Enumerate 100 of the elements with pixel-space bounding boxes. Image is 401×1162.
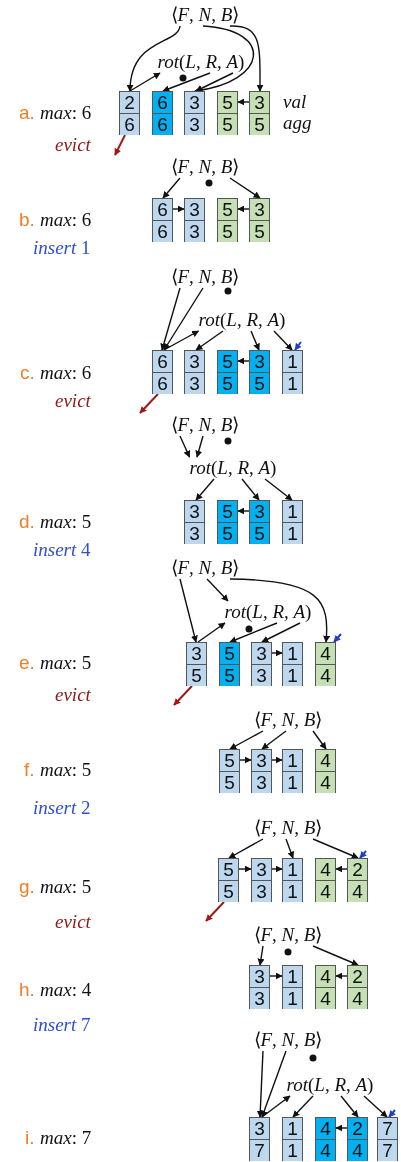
max-value-text: max: 5 <box>40 759 92 781</box>
pointer-arrow <box>229 622 278 643</box>
pointer-arrow <box>206 578 229 602</box>
step-letter: f. <box>24 759 35 781</box>
pointer-arrow <box>163 287 204 351</box>
stack-entry <box>217 500 238 544</box>
value-slot: 5 <box>220 643 239 665</box>
pointer-arrow <box>194 25 255 94</box>
value-slot: 1 <box>283 501 302 523</box>
stack-entry <box>377 1117 398 1161</box>
value-slot: 2 <box>348 1118 367 1140</box>
stack-entry <box>249 350 270 394</box>
stack-entry <box>249 198 270 242</box>
rotation-state-label: rot(L, R, A) <box>157 51 245 73</box>
max-value-text: max: 5 <box>40 876 92 898</box>
pointer-triple-label: ⟨F, N, B⟩ <box>253 1029 323 1051</box>
aggregate-slot: 4 <box>316 665 335 686</box>
value-slot: 5 <box>218 92 237 114</box>
max-value-text: max: 5 <box>40 511 92 533</box>
max-value-text: max: 6 <box>40 102 92 124</box>
value-slot: 4 <box>316 859 335 881</box>
pointer-arrow <box>179 578 198 643</box>
value-slot: 4 <box>316 1118 335 1140</box>
aggregate-slot: 3 <box>185 373 204 394</box>
pointer-triple-label: ⟨F, N, B⟩ <box>170 156 240 178</box>
pointer-arrow <box>261 1095 291 1118</box>
stack-entry <box>152 91 173 135</box>
value-slot: 3 <box>185 351 204 373</box>
operation-label: insert 1 <box>33 237 91 259</box>
pointer-arrow <box>312 838 359 859</box>
aggregate-slot: 4 <box>348 881 367 902</box>
pointer-triple-label: ⟨F, N, B⟩ <box>170 557 240 579</box>
aggregate-slot: 4 <box>348 1140 367 1161</box>
aggregate-slot: 5 <box>250 523 269 544</box>
short-arrow <box>294 341 302 351</box>
step-letter: c. <box>20 362 35 384</box>
value-slot: 2 <box>120 92 139 114</box>
step-letter: d. <box>19 511 35 533</box>
pointer-arrow <box>160 287 181 351</box>
operation-label: insert 2 <box>33 797 91 819</box>
short-arrow <box>114 134 126 156</box>
aggregate-slot: 1 <box>283 881 302 902</box>
aggregate-slot: 1 <box>283 1140 302 1161</box>
step-letter: g. <box>19 876 35 898</box>
operation-label: evict <box>55 684 91 706</box>
aggregate-slot: 3 <box>252 881 271 902</box>
stack-entry <box>186 642 207 686</box>
aggregate-slot: 5 <box>187 665 206 686</box>
aggregate-slot: 1 <box>283 523 302 544</box>
aggregate-slot: 5 <box>250 221 269 242</box>
stack-entry <box>251 858 272 902</box>
stack-entry <box>119 91 140 135</box>
step-letter: e. <box>19 652 35 674</box>
operation-label: evict <box>55 134 91 156</box>
max-value-text: max: 7 <box>40 1127 92 1149</box>
value-slot: 3 <box>185 92 204 114</box>
stack-entry <box>282 1117 303 1161</box>
value-slot: 1 <box>283 750 302 772</box>
stack-entry <box>184 500 205 544</box>
pointer-arrow <box>195 435 204 458</box>
aggregate-slot: 3 <box>185 523 204 544</box>
stack-entry <box>282 642 303 686</box>
pointer-arrow <box>256 1050 264 1118</box>
pointer-arrow <box>127 25 181 92</box>
short-arrow <box>205 901 225 922</box>
stack-entry <box>184 91 205 135</box>
value-slot: 7 <box>378 1118 397 1140</box>
value-slot: 3 <box>250 966 269 988</box>
pointer-arrow <box>228 838 264 859</box>
stack-entry <box>217 91 238 135</box>
stack-entry <box>249 91 270 135</box>
pointer-arrow <box>312 730 327 750</box>
value-slot: 3 <box>252 643 271 665</box>
pointer-arrow <box>229 578 330 643</box>
max-value-text: max: 6 <box>40 209 92 231</box>
value-slot: 3 <box>185 199 204 221</box>
value-slot: 3 <box>185 501 204 523</box>
pointer-arrow <box>179 435 191 458</box>
value-slot: 1 <box>283 966 302 988</box>
value-slot: 1 <box>283 859 302 881</box>
value-slot: 1 <box>283 1118 302 1140</box>
pointer-arrow <box>273 330 293 351</box>
value-slot: 3 <box>252 750 271 772</box>
step-letter: i. <box>25 1127 35 1149</box>
stack-entry <box>249 1117 270 1161</box>
short-arrow <box>388 1109 396 1118</box>
aggregate-slot: 5 <box>218 373 237 394</box>
pointer-arrow <box>195 72 234 92</box>
pointer-arrow <box>269 972 283 980</box>
max-value-text: max: 4 <box>40 979 92 1001</box>
value-slot: 3 <box>187 643 206 665</box>
stack-entry <box>282 965 303 1009</box>
value-slot: 5 <box>218 351 237 373</box>
aggregate-slot: 3 <box>185 221 204 242</box>
row-label: val <box>283 91 307 113</box>
pointer-arrow <box>162 177 181 199</box>
stack-entry <box>347 1117 368 1161</box>
pointer-triple-label: ⟨F, N, B⟩ <box>253 709 323 731</box>
pointer-arrow <box>237 205 250 213</box>
value-slot: 3 <box>250 1118 269 1140</box>
